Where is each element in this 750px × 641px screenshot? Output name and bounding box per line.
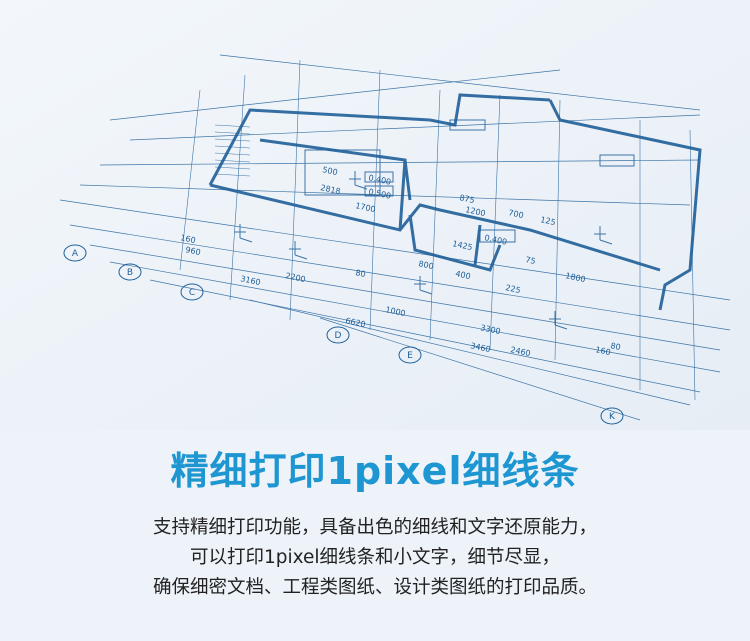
dimension-line [109,69,561,121]
dimension-label: 225 [505,283,522,295]
stair-step [214,152,251,156]
wall [473,224,482,266]
blueprint-walls [208,93,702,311]
dimension-label: 3160 [240,274,262,287]
dimension-line [249,299,691,406]
grid-line [554,99,561,361]
dimension-label: 2200 [285,271,307,284]
stair-step [214,124,251,128]
grid-marker-label: B [127,268,133,278]
dimension-line [149,279,701,393]
dimension-label: 1800 [565,271,587,284]
description-line-2: 可以打印1pixel细线条和小文字，细节尽显， [189,547,561,568]
stair-step [214,173,251,177]
dimension-label: 3300 [480,323,502,336]
stair-step [214,145,251,149]
dimension-label: 1200 [465,205,487,218]
wall [408,214,502,272]
grid-marker [326,326,350,344]
room-label-box [364,185,394,197]
dimension-label: 400 [455,269,472,281]
description-line-3: 确保细密文档、工程类图纸、设计类图纸的打印品质。 [152,577,597,598]
dimension-label: 160 [180,233,197,245]
grid-line [179,89,201,271]
dimension-label: 800 [418,259,435,271]
grid-marker [118,263,142,281]
grid-marker [398,346,422,364]
dimension-label: 80 [610,341,622,352]
dimension-label: 875 [459,193,476,205]
dimension-label: 80 [355,268,367,279]
dimension-line [129,114,701,141]
headline: 精细打印1pixel细线条 [170,449,580,493]
dimension-line [89,244,721,351]
section-symbol [289,241,308,260]
dimension-label: 125 [540,215,557,227]
dimension-label: 2460 [510,345,532,358]
wall [548,99,702,311]
description: 支持精细打印功能，具备出色的细线和文字还原能力， 可以打印1pixel细线条和小… [0,513,750,603]
dimension-line [109,261,721,373]
wall [208,108,431,186]
grid-marker-label: D [335,331,342,341]
section-symbol [414,276,433,295]
dimension-label: 700 [508,208,525,220]
dimension-label: 160 [595,345,612,357]
wall [209,183,661,272]
stair-step [214,131,251,135]
blueprint-grid-markers: A B C D E K [63,244,624,425]
grid-line [689,129,696,401]
room-label-box [599,154,635,167]
grid-line [229,74,246,301]
blueprint-paper [0,0,750,430]
dimension-label: 2818 [320,183,342,196]
dimension-label: 1000 [385,305,407,318]
dimension-line [69,224,731,331]
grid-marker-label: E [407,351,413,361]
description-line-1: 支持精细打印功能，具备出色的细线和文字还原能力， [152,517,597,538]
wall [429,93,551,127]
dimension-line [319,317,641,421]
dimension-label: 1425 [452,239,474,252]
dimension-label: 960 [185,245,202,257]
dimension-label: 75 [525,255,537,266]
grid-marker-label: K [609,412,616,422]
grid-line [369,69,381,331]
dimension-label: 1700 [355,201,377,214]
section-symbol [349,171,368,190]
dimension-label: 6620 [345,316,367,329]
dimension-line [79,184,691,206]
grid-line [289,59,301,321]
dimension-label: 500 [322,165,339,177]
grid-marker [180,283,204,301]
grid-marker-label: A [72,249,79,259]
grid-marker [600,407,624,425]
dimension-line [59,199,731,301]
dimension-label: 3460 [470,341,492,354]
grid-line [429,89,441,341]
wall [403,159,412,201]
stair-step [214,159,251,163]
section-symbol [234,224,253,243]
section-symbol [549,311,568,330]
room-label-box [364,171,394,183]
grid-marker [63,244,87,262]
section-symbol [594,226,613,245]
grid-marker-label: C [189,288,195,298]
